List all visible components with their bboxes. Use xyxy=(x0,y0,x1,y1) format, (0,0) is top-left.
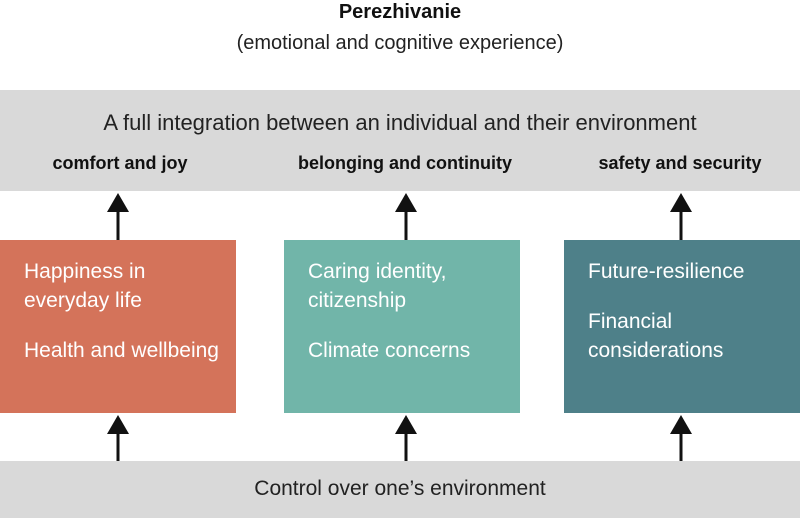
box-caring-climate: Caring identity, citizenship Climate con… xyxy=(284,240,520,413)
arrow-up-icon xyxy=(395,193,417,240)
integration-band xyxy=(0,90,800,191)
box-item-climate: Climate concerns xyxy=(308,339,471,362)
arrow-up-icon xyxy=(670,415,692,461)
box-item-financial: Financial considerations xyxy=(588,310,724,362)
arrow-up-icon xyxy=(395,415,417,461)
diagram-subtitle: (emotional and cognitive experience) xyxy=(236,32,564,54)
integration-statement: A full integration between an individual… xyxy=(103,110,697,135)
arrow-up-icon xyxy=(670,193,692,240)
control-statement: Control over one’s environment xyxy=(254,477,546,500)
outcome-belonging-and-continuity: belonging and continuity xyxy=(298,153,512,173)
box-item-happiness: Happiness in everyday life xyxy=(24,260,146,312)
arrow-up-icon xyxy=(107,415,129,461)
arrow-up-icon xyxy=(107,193,129,240)
diagram-title: Perezhivanie xyxy=(338,1,462,23)
control-band xyxy=(0,461,800,518)
box-item-health: Health and wellbeing xyxy=(24,339,219,362)
outcome-safety-and-security: safety and security xyxy=(598,153,762,173)
box-happiness-health: Happiness in everyday life Health and we… xyxy=(0,240,236,413)
box-item-future-resilience: Future-resilience xyxy=(588,260,745,283)
box-future-financial: Future-resilience Financial consideratio… xyxy=(564,240,800,413)
box-item-caring-identity: Caring identity, citizenship xyxy=(308,260,447,312)
outcome-comfort-and-joy: comfort and joy xyxy=(52,153,188,173)
